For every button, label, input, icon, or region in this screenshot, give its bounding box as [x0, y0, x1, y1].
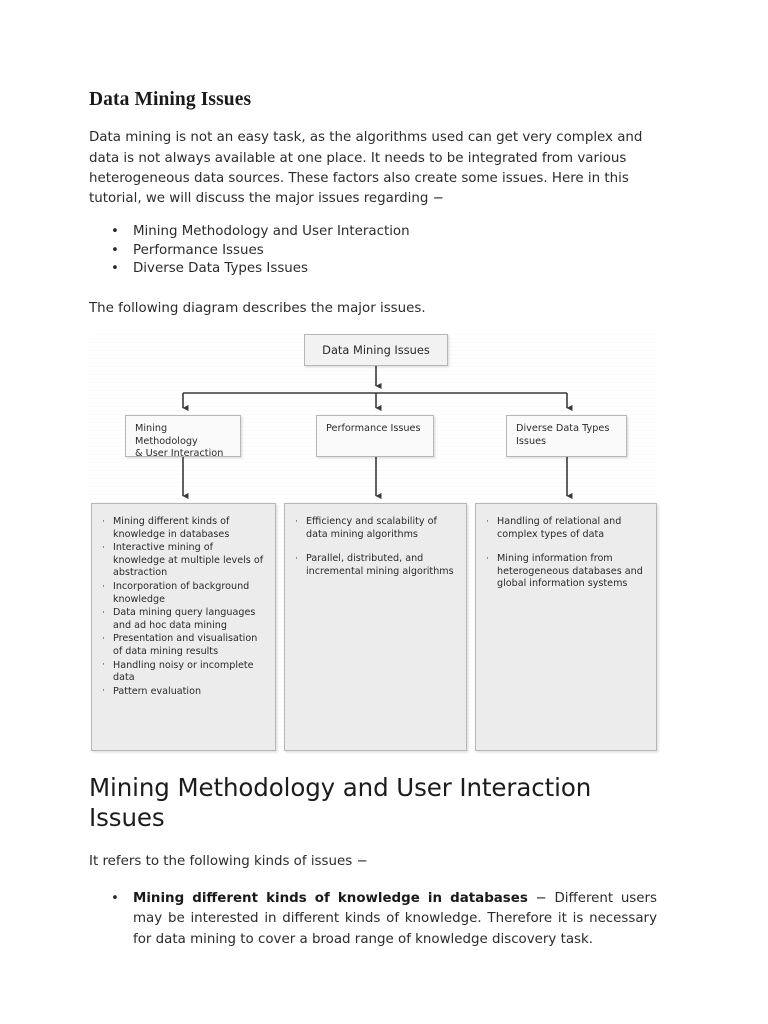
detail-text: Parallel, distributed, and incremental m…	[306, 553, 454, 577]
bullet-lead-in: Mining different kinds of knowledge in d…	[133, 891, 528, 907]
diagram-branch-box-performance: Performance Issues	[316, 415, 434, 458]
bullet-icon: ·	[102, 607, 105, 618]
bullet-icon: •	[111, 260, 119, 276]
bullet-icon: ·	[486, 553, 489, 564]
bullet-icon: ·	[102, 581, 105, 592]
list-item: · Interactive mining of knowledge at mult…	[101, 542, 266, 580]
section-intro: It refers to the following kinds of issu…	[89, 854, 368, 870]
detail-list: · Efficiency and scalability of data mini…	[294, 516, 457, 578]
list-item: · Efficiency and scalability of data mini…	[294, 516, 457, 541]
list-item: · Mining different kinds of knowledge in …	[101, 516, 266, 541]
diagram-detail-box-mining-methodology: · Mining different kinds of knowledge in …	[91, 503, 276, 752]
detail-text: Interactive mining of knowledge at multi…	[113, 542, 264, 579]
detail-text: Handling noisy or incomplete data	[113, 659, 254, 684]
detail-text: Mining information from heterogeneous da…	[497, 553, 643, 590]
list-item-label: Diverse Data Types Issues	[133, 260, 308, 276]
list-item: • Mining Methodology and User Interactio…	[89, 223, 659, 241]
list-item: · Presentation and visualisation of data …	[101, 633, 266, 658]
detail-list: · Mining different kinds of knowledge in …	[101, 516, 266, 698]
bullet-icon: •	[111, 891, 119, 907]
list-item: • Performance Issues	[89, 242, 659, 260]
issue-list: • Mining Methodology and User Interactio…	[89, 223, 659, 278]
branch-title-line2: Issues	[516, 435, 547, 447]
diagram-branch-box-diverse-data-types: Diverse Data Types Issues	[506, 415, 627, 458]
list-item-label: Performance Issues	[133, 242, 264, 258]
bullet-body: − Different users may be interested in d…	[133, 891, 658, 947]
detail-list: · Handling of relational and complex type…	[485, 516, 647, 591]
list-item: • Mining different kinds of knowledge in …	[89, 889, 657, 950]
bullet-icon: ·	[102, 660, 105, 671]
detail-text: Pattern evaluation	[113, 685, 202, 697]
list-item: · Data mining query languages and ad hoc …	[101, 607, 266, 632]
detail-text: Incorporation of background knowledge	[113, 581, 250, 605]
diagram-caption: The following diagram describes the majo…	[89, 301, 426, 317]
bullet-icon: ·	[102, 542, 105, 553]
detail-text: Data mining query languages and ad hoc d…	[113, 607, 256, 631]
document-content: Data Mining Issues Data mining is not an…	[89, 88, 659, 950]
bullet-icon: ·	[102, 516, 105, 527]
detail-text: Efficiency and scalability of data minin…	[306, 516, 437, 540]
diagram-branch-box-mining-methodology: Mining Methodology & User Interaction	[125, 415, 241, 459]
list-item: • Diverse Data Types Issues	[89, 260, 659, 278]
detail-text: Mining different kinds of knowledge in d…	[113, 516, 230, 540]
bullet-icon: ·	[102, 633, 105, 644]
diagram-root-label: Data Mining Issues	[322, 342, 430, 357]
diagram-root-box: Data Mining Issues	[304, 334, 448, 367]
list-item: · Mining information from heterogeneous d…	[485, 553, 647, 591]
branch-title-line1: Diverse Data Types	[516, 423, 610, 435]
page-title: Data Mining Issues	[89, 89, 252, 110]
detail-text: Handling of relational and complex types…	[497, 516, 622, 540]
diagram-detail-box-diverse-data-types: · Handling of relational and complex type…	[475, 503, 657, 752]
section-bullet-list: • Mining different kinds of knowledge in …	[89, 889, 659, 950]
list-item: · Handling of relational and complex type…	[485, 516, 647, 541]
intro-paragraph: Data mining is not an easy task, as the …	[89, 130, 643, 206]
branch-title-line1: Performance Issues	[326, 423, 421, 435]
branch-title-line2: & User Interaction	[135, 447, 224, 459]
bullet-icon: ·	[102, 686, 105, 697]
list-item: · Parallel, distributed, and incremental …	[294, 553, 457, 578]
detail-text: Presentation and visualisation of data m…	[113, 633, 258, 658]
bullet-icon: •	[111, 242, 119, 258]
list-item-label: Mining Methodology and User Interaction	[133, 224, 410, 240]
bullet-icon: ·	[295, 516, 298, 527]
list-item: · Handling noisy or incomplete data	[101, 660, 266, 685]
list-item: · Incorporation of background knowledge	[101, 581, 266, 606]
diagram-detail-box-performance: · Efficiency and scalability of data mini…	[284, 503, 467, 752]
branch-title-line1: Mining Methodology	[135, 423, 198, 447]
bullet-icon: ·	[486, 516, 489, 527]
data-mining-issues-diagram: Data Mining Issues Mining Methodology & …	[89, 331, 657, 755]
bullet-icon: •	[111, 224, 119, 240]
section-heading: Mining Methodology and User Interaction …	[89, 773, 592, 833]
list-item: · Pattern evaluation	[101, 686, 266, 699]
bullet-icon: ·	[295, 553, 298, 564]
